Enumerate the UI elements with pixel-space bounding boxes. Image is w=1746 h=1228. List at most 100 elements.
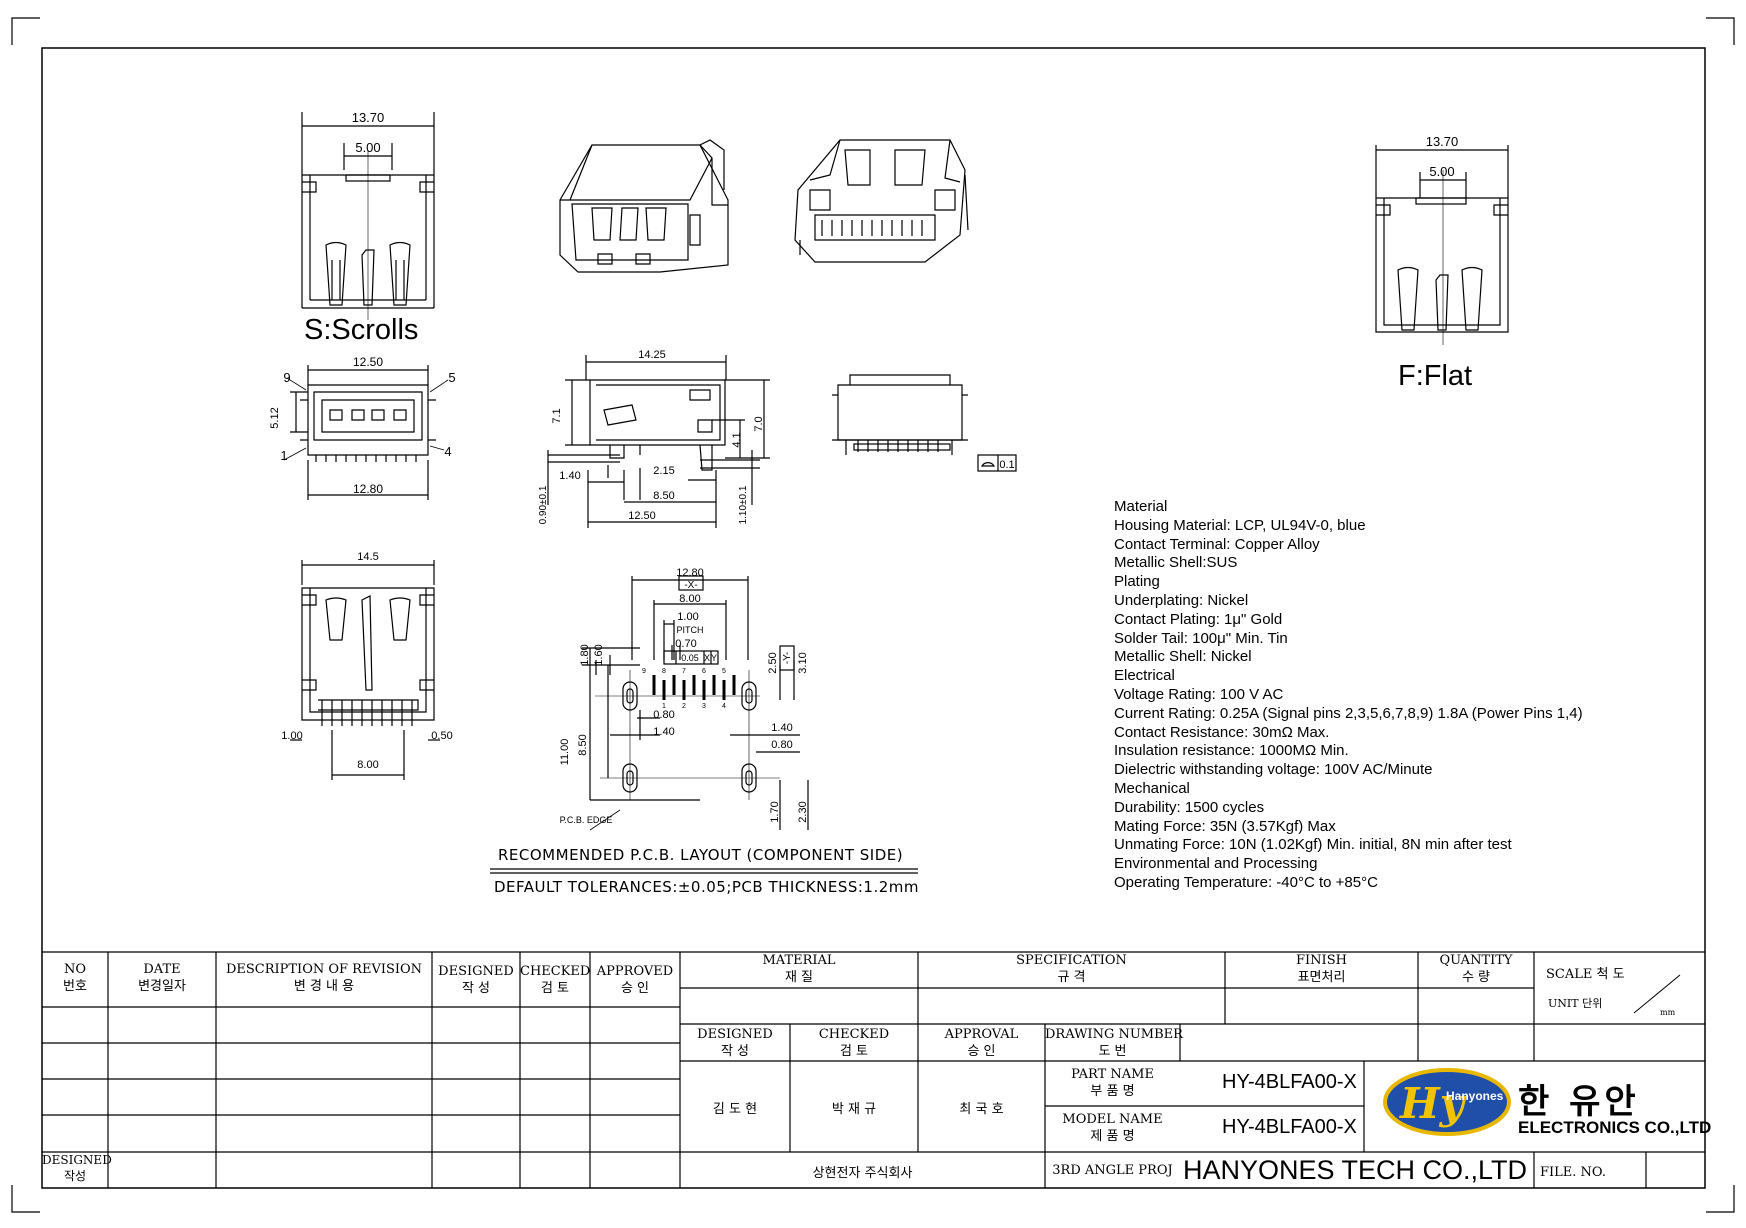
dim-side-12-50: 12.50 — [628, 510, 656, 522]
pcb-pin-number: 3 — [702, 703, 706, 710]
logo-ellipse — [1383, 1068, 1511, 1136]
part-number-value: HY-4BLFA00-X — [1222, 1071, 1357, 1093]
spec-line: Mating Force: 35N (3.57Kgf) Max — [1114, 817, 1336, 835]
spec-line: Metallic Shell: Nickel — [1114, 648, 1252, 666]
tb-unit: UNIT 단위 — [1548, 997, 1603, 1010]
dim-pcb-8-50: 8.50 — [577, 734, 589, 755]
dim-front-12-80: 12.80 — [353, 482, 383, 496]
dim-pcb-1-70: 1.70 — [769, 801, 781, 822]
logo-korean: 한 유안 — [1518, 1082, 1640, 1122]
pcb-pin-number: 8 — [662, 668, 666, 675]
dim-flatness: 0.1 — [999, 459, 1014, 471]
approver-name: 최 국 호 — [959, 1102, 1004, 1117]
pcb-pin-number: 9 — [642, 668, 646, 675]
spec-line: Dielectric withstanding voltage: 100V AC… — [1114, 761, 1433, 779]
tb-scale: SCALE 척 도 — [1546, 967, 1625, 982]
dim-front-5-12: 5.12 — [269, 407, 281, 428]
dim-side-1-40: 1.40 — [559, 470, 580, 482]
dim-pcb-8-00: 8.00 — [679, 593, 700, 605]
dim-pcb-tol-y: Y — [711, 653, 717, 663]
spec-line: Contact Resistance: 30mΩ Max. — [1114, 723, 1330, 741]
dim-pcb-1-80: 1.80 — [579, 644, 591, 665]
dim-side-4-1: 4.1 — [731, 432, 743, 447]
dim-pcb-12-80: 12.80 — [676, 567, 704, 579]
dim-pcb-0-80a: 0.80 — [653, 709, 674, 721]
spec-line: Mechanical — [1114, 779, 1190, 797]
dim-s-width: 13.70 — [352, 110, 385, 125]
flat-label: F:Flat — [1398, 360, 1473, 392]
dim-pcb-x: -X- — [684, 580, 697, 591]
rear-view — [832, 374, 1017, 472]
pcb-pin-number: 2 — [682, 703, 686, 710]
pcb-pin-number: 7 — [682, 668, 686, 675]
pin-label-4: 4 — [444, 444, 451, 459]
dim-side-14-25: 14.25 — [638, 349, 666, 361]
scrolls-view — [301, 112, 435, 320]
isometric-view-rear — [794, 139, 969, 263]
dim-pcb-1-60: 1.60 — [593, 644, 605, 665]
corp-name: 상현전자 주식회사 — [812, 1166, 913, 1181]
dim-f-slot: 5.00 — [1429, 164, 1454, 179]
dim-side-8-50: 8.50 — [653, 490, 674, 502]
logo-english: ELECTRONICS CO.,LTD — [1518, 1118, 1712, 1137]
tolerances-note: DEFAULT TOLERANCES:±0.05;PCB THICKNESS:1… — [494, 878, 920, 896]
dim-bottom-0-50: 0.50 — [431, 730, 452, 742]
spec-line: Solder Tail: 100μ" Min. Tin — [1114, 629, 1288, 647]
drawing-frame — [41, 47, 1706, 1189]
tb-file-no: FILE. NO. — [1540, 1165, 1606, 1180]
pcb-pin-number: 5 — [722, 668, 726, 675]
dim-side-0-90: 0.90±0.1 — [538, 485, 549, 524]
front-view — [283, 365, 449, 500]
dim-side-1-10: 1.10±0.1 — [738, 485, 749, 524]
dim-pcb-3-10: 3.10 — [797, 652, 809, 673]
tb-unit-mm: mm — [1660, 1008, 1676, 1017]
dim-pcb-1-40a: 1.40 — [653, 726, 674, 738]
flat-view — [1375, 145, 1509, 345]
dim-bottom-1-00: 1.00 — [281, 730, 302, 742]
dim-front-12-50: 12.50 — [353, 355, 383, 369]
spec-line: Contact Plating: 1μ" Gold — [1114, 610, 1283, 628]
company-name: HANYONES TECH CO.,LTD — [1183, 1155, 1528, 1185]
pin-label-9: 9 — [283, 370, 290, 385]
model-number-value: HY-4BLFA00-X — [1222, 1116, 1357, 1138]
spec-line: Underplating: Nickel — [1114, 591, 1249, 609]
hanyones-logo: Hy Hanyones — [1383, 1068, 1511, 1136]
isometric-view-front — [559, 139, 729, 273]
spec-line: Housing Material: LCP, UL94V-0, blue — [1114, 516, 1366, 534]
spec-line: Metallic Shell:SUS — [1114, 554, 1238, 572]
side-view — [547, 355, 770, 528]
pcb-pin-number: 6 — [702, 668, 706, 675]
spec-line: Electrical — [1114, 667, 1175, 685]
dim-pcb-tol: 0.05 — [681, 653, 699, 663]
pcb-pin-number: 1 — [662, 703, 666, 710]
dim-pcb-2-50: 2.50 — [767, 652, 779, 673]
spec-line: Operating Temperature: -40°C to +85°C — [1114, 873, 1378, 891]
dim-pcb-0-70: 0.70 — [675, 638, 696, 650]
dim-side-2-15: 2.15 — [653, 465, 674, 477]
logo-mark: Hy — [1399, 1079, 1467, 1128]
spec-line: Current Rating: 0.25A (Signal pins 2,3,5… — [1114, 704, 1583, 722]
spec-line: Unmating Force: 10N (1.02Kgf) Min. initi… — [1114, 836, 1512, 854]
dim-pcb-y: -Y- — [782, 652, 793, 664]
dim-bottom-8-00: 8.00 — [357, 759, 378, 771]
spec-line: Plating — [1114, 573, 1160, 591]
pcb-layout-view — [582, 575, 809, 831]
spec-line: Material — [1114, 498, 1168, 515]
title-block — [42, 951, 1705, 1188]
spec-line: Durability: 1500 cycles — [1114, 798, 1265, 816]
recommended-pcb-note: RECOMMENDED P.C.B. LAYOUT (COMPONENT SID… — [498, 846, 904, 864]
tb-angle: 3RD ANGLE PROJ — [1052, 1163, 1173, 1178]
dim-pcb-2-30: 2.30 — [797, 801, 809, 822]
